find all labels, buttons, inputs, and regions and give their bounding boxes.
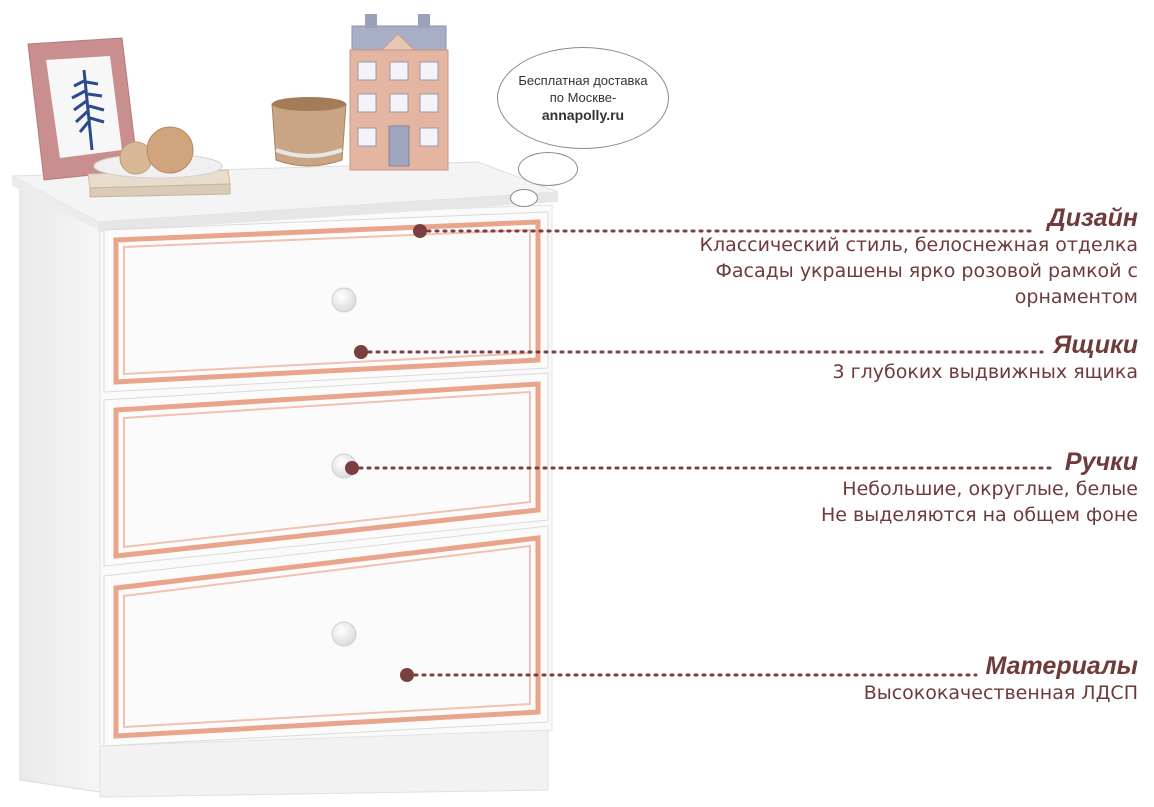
callout-materials-title: Материалы	[985, 652, 1139, 680]
callout-design: Дизайн Классический стиль, белоснежная о…	[618, 204, 1138, 310]
drawer-1	[103, 211, 549, 393]
callout-handles-line-1: Небольшие, округлые, белые	[842, 478, 1138, 500]
drawer-1-knob	[331, 287, 357, 313]
picture-frame	[27, 37, 139, 181]
drawer-3	[103, 525, 549, 747]
woven-basket	[271, 97, 347, 167]
fern-icon	[71, 69, 105, 151]
callout-drawers: Ящики 3 глубоких выдвижных ящика	[738, 331, 1138, 385]
callout-design-line-1: Классический стиль, белоснежная отделка	[699, 234, 1138, 256]
bubble-tail-large	[518, 152, 578, 186]
dollhouse	[349, 14, 449, 171]
callout-handles: Ручки Небольшие, округлые, белые Не выде…	[718, 448, 1138, 528]
bubble-line-1: Бесплатная доставка	[518, 73, 648, 88]
callout-materials-line-1: Высококачественная ЛДСП	[863, 682, 1138, 704]
callout-design-line-3: орнаментом	[1014, 286, 1138, 308]
plate-with-balls	[93, 126, 223, 179]
bubble-line-2: по Москве-	[549, 90, 617, 105]
callout-drawers-title: Ящики	[1053, 331, 1138, 359]
callout-design-title: Дизайн	[1047, 204, 1138, 232]
drawer-2	[103, 372, 549, 567]
marker-dot-design	[413, 224, 427, 238]
bubble-tail-small	[510, 189, 538, 207]
bubble-brand: annapolly.ru	[541, 107, 625, 123]
callout-handles-title: Ручки	[1064, 448, 1138, 476]
marker-dot-handles	[345, 461, 359, 475]
callout-handles-line-2: Не выделяются на общем фоне	[821, 504, 1138, 526]
callout-drawers-line-1: 3 глубоких выдвижных ящика	[832, 361, 1138, 383]
delivery-speech-bubble: Бесплатная доставка по Москве- annapolly…	[497, 47, 669, 149]
drawer-3-knob	[331, 621, 357, 647]
leader-lines	[345, 224, 1052, 682]
marker-dot-drawers	[354, 345, 368, 359]
callout-design-line-2: Фасады украшены ярко розовой рамкой с	[715, 260, 1138, 282]
marker-dot-materials	[400, 668, 414, 682]
callout-materials: Материалы Высококачественная ЛДСП	[738, 652, 1138, 706]
